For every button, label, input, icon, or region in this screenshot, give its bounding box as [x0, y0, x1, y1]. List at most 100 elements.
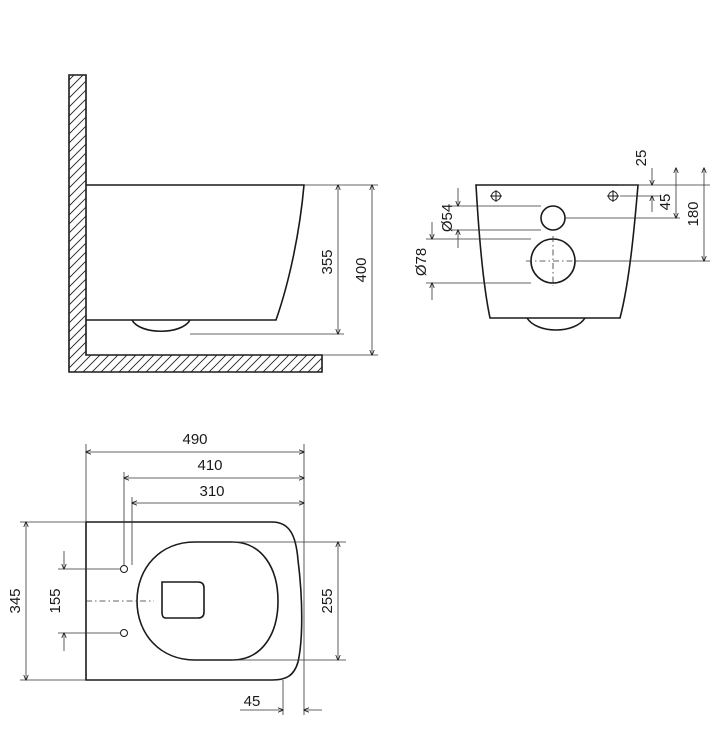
hatch-line — [69, 146, 322, 372]
dim-400: 400 — [353, 257, 370, 282]
dim-45-back: 45 — [657, 194, 674, 211]
dim-310: 310 — [199, 483, 224, 500]
dim-255: 255 — [319, 588, 336, 613]
hatch-line — [69, 75, 322, 99]
dim-d78: Ø78 — [413, 248, 430, 276]
dim-490: 490 — [182, 431, 207, 448]
hatch-line — [69, 362, 322, 372]
hatch-line — [69, 236, 322, 372]
hatch-line — [69, 101, 322, 372]
hatch-line — [69, 75, 322, 333]
hatch-line — [69, 245, 322, 372]
hatch-line — [69, 0, 389, 44]
back-dimensions: Ø54 Ø78 25 45 180 — [413, 150, 710, 300]
dim-155: 155 — [47, 588, 64, 613]
toilet-back-profile — [475, 184, 639, 331]
dim-d54: Ø54 — [439, 204, 456, 232]
hatch-line — [69, 191, 322, 372]
hatch-line — [69, 137, 322, 372]
dim-180: 180 — [685, 201, 702, 226]
fixing-holes — [490, 190, 619, 202]
hatch-line — [69, 155, 322, 372]
hatch-line — [69, 92, 322, 372]
hatch-line — [69, 227, 322, 372]
dim-345: 345 — [7, 588, 24, 613]
top-dimensions: 490 410 310 345 155 255 45 — [7, 431, 346, 715]
top-fixing-holes — [120, 565, 128, 637]
hatch-line — [69, 75, 322, 171]
hatch-line — [69, 110, 322, 372]
hatch-line — [69, 164, 322, 372]
hatch-line — [69, 83, 322, 372]
hatch-line — [69, 75, 322, 360]
hatch-line — [69, 75, 322, 306]
hatch-line — [69, 0, 389, 62]
hatch-line — [69, 75, 322, 153]
top-view: 490 410 310 345 155 255 45 — [7, 431, 346, 715]
hatch-line — [69, 75, 322, 189]
waste-outlet — [526, 236, 580, 286]
hatch-line — [69, 75, 322, 297]
hatch-line — [69, 75, 322, 234]
hatch-line — [69, 75, 322, 261]
hatch-line — [69, 299, 322, 372]
hatch-line — [69, 75, 322, 162]
dim-25: 25 — [633, 150, 650, 167]
hatch-line — [69, 75, 322, 351]
hatch-line — [69, 0, 389, 35]
hatch-line — [69, 75, 322, 207]
hatch-line — [69, 0, 389, 53]
hatch-line — [69, 75, 322, 372]
hatch-line — [69, 209, 322, 372]
dim-355: 355 — [319, 249, 336, 274]
hatch-line — [69, 75, 322, 315]
hatch-line — [69, 308, 322, 372]
hatch-line — [69, 75, 322, 108]
side-view: 355 400 — [68, 0, 389, 373]
hatch-line — [69, 75, 322, 144]
hatch-line — [69, 75, 322, 225]
hatch-line — [69, 353, 322, 372]
hatch-line — [69, 272, 322, 372]
hatch-line — [69, 75, 322, 180]
back-view: Ø54 Ø78 25 45 180 — [413, 150, 710, 331]
hatch-line — [69, 119, 322, 372]
wall-hatching — [69, 0, 389, 372]
hatch-line — [69, 254, 322, 372]
hatch-line — [69, 75, 322, 252]
hatch-line — [69, 75, 322, 117]
hatch-line — [69, 326, 322, 372]
hatch-line — [69, 371, 322, 372]
toilet-top-outline — [85, 521, 303, 681]
hatch-line — [69, 281, 322, 372]
hatch-line — [69, 75, 322, 288]
hatch-line — [69, 75, 322, 243]
dim-45-top: 45 — [244, 693, 261, 710]
bowl-opening — [136, 541, 279, 661]
hatch-line — [69, 75, 322, 372]
hatch-line — [69, 200, 322, 372]
hatch-line — [69, 75, 322, 372]
hatch-line — [69, 182, 322, 372]
side-dimensions: 355 400 — [190, 185, 378, 355]
hatch-line — [69, 75, 322, 135]
hatch-line — [69, 75, 322, 198]
hatch-line — [69, 75, 322, 324]
toilet-side-profile — [86, 184, 305, 332]
hatch-line — [69, 75, 322, 81]
hatch-line — [69, 263, 322, 372]
dim-410: 410 — [197, 457, 222, 474]
hatch-line — [69, 75, 322, 342]
hatch-line — [69, 335, 322, 372]
hatch-line — [69, 128, 322, 372]
wall-and-floor — [68, 0, 389, 373]
hatch-line — [69, 75, 322, 216]
hatch-line — [69, 75, 322, 126]
hatch-line — [69, 344, 322, 372]
hatch-line — [69, 0, 389, 71]
hatch-line — [69, 75, 322, 90]
water-inlet — [540, 205, 566, 231]
hatch-line — [69, 75, 322, 279]
hatch-line — [69, 75, 322, 270]
